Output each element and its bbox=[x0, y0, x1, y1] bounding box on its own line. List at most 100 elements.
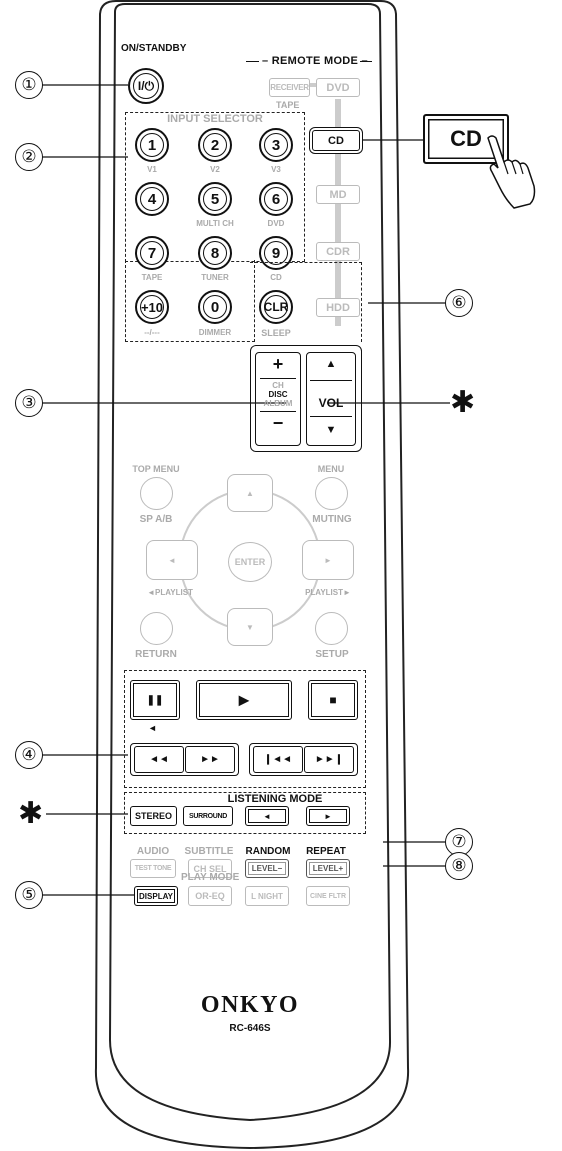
clr-button[interactable]: CLR bbox=[259, 290, 293, 324]
muting-label: MUTING bbox=[312, 514, 352, 525]
stereo-button[interactable]: STEREO bbox=[130, 806, 177, 826]
number-6-sublabel: DVD bbox=[267, 219, 285, 228]
asterisk-vol: ✱ bbox=[450, 385, 476, 420]
arrow-right-button[interactable]: ► bbox=[302, 540, 354, 580]
return-button[interactable] bbox=[140, 612, 173, 645]
callout-4: ④ bbox=[15, 741, 43, 769]
arrow-up-button[interactable]: ▲ bbox=[227, 474, 273, 512]
pause-sublabel: ◄ bbox=[148, 723, 157, 733]
album-label: ALBUM bbox=[263, 399, 293, 408]
listening-mode-title: LISTENING MODE bbox=[227, 793, 323, 805]
tape-mode-label: TAPE bbox=[276, 100, 300, 110]
ch-sel-button[interactable]: CH SEL bbox=[188, 859, 232, 878]
number-0-sublabel: DIMMER bbox=[198, 328, 232, 337]
input-selector-frame-lower bbox=[125, 260, 255, 342]
number-0-button[interactable]: 0 bbox=[198, 290, 232, 324]
power-button[interactable]: I/⏻ bbox=[128, 68, 164, 104]
arrow-left-button[interactable]: ◄ bbox=[146, 540, 198, 580]
play-button[interactable]: ► bbox=[196, 680, 292, 720]
pointing-hand-icon bbox=[487, 135, 536, 209]
or-eq-button[interactable]: OR-EQ bbox=[188, 886, 232, 906]
subtitle-label: SUBTITLE bbox=[184, 846, 234, 857]
cine-fltr-button[interactable]: CINE FLTR bbox=[306, 886, 350, 906]
repeat-label: REPEAT bbox=[306, 846, 346, 857]
transport-frame bbox=[124, 670, 366, 788]
listening-mode-frame bbox=[124, 792, 366, 834]
hdd-mode-button[interactable]: HDD bbox=[316, 298, 360, 317]
level-minus-button[interactable]: LEVEL− bbox=[245, 859, 289, 878]
receiver-mode-button[interactable]: RECEIVER bbox=[269, 78, 310, 97]
callout-2: ② bbox=[15, 143, 43, 171]
ch-minus-button[interactable]: − bbox=[272, 413, 284, 433]
test-tone-button[interactable]: TEST TONE bbox=[130, 859, 176, 878]
sp-ab-label: SP A/B bbox=[139, 514, 173, 525]
number-7-sublabel: TAPE bbox=[141, 273, 163, 282]
on-standby-label: ON/STANDBY bbox=[121, 43, 187, 54]
disc-label: DISC bbox=[268, 390, 288, 399]
vol-label: VOL bbox=[318, 396, 344, 410]
plus10-button[interactable]: +10 bbox=[135, 290, 169, 324]
ch-label: CH bbox=[272, 381, 284, 390]
audio-label: AUDIO bbox=[136, 846, 170, 857]
number-9-button[interactable]: 9 bbox=[259, 236, 293, 270]
previous-button[interactable]: ❙◄◄ bbox=[253, 746, 303, 773]
dvd-mode-button[interactable]: DVD bbox=[316, 78, 360, 97]
cd-mode-button[interactable]: CD bbox=[312, 130, 360, 151]
menu-button[interactable] bbox=[315, 477, 348, 510]
playlist-right-label: PLAYLIST► bbox=[305, 588, 351, 597]
listening-mode-right-button[interactable]: ► bbox=[306, 806, 350, 826]
brand-logo: ONKYO bbox=[200, 992, 300, 1018]
number-5-button[interactable]: 5 bbox=[198, 182, 232, 216]
ch-vol-panel bbox=[250, 345, 362, 452]
vol-down-button[interactable]: ▼ bbox=[325, 424, 337, 436]
number-9-sublabel: CD bbox=[270, 273, 282, 282]
number-2-sublabel: V2 bbox=[210, 165, 220, 174]
pause-button[interactable]: ❚❚ bbox=[130, 680, 180, 720]
display-button[interactable]: DISPLAY bbox=[134, 886, 178, 906]
remote-mode-title: – REMOTE MODE – bbox=[262, 55, 368, 67]
plus10-sublabel: --/--- bbox=[144, 328, 160, 337]
rewind-button[interactable]: ◄◄ bbox=[134, 746, 184, 773]
playlist-left-label: ◄PLAYLIST bbox=[147, 588, 193, 597]
clr-frame bbox=[250, 262, 362, 342]
surround-button[interactable]: SURROUND bbox=[183, 806, 233, 826]
number-4-button[interactable]: 4 bbox=[135, 182, 169, 216]
setup-label: SETUP bbox=[315, 649, 349, 660]
number-6-button[interactable]: 6 bbox=[259, 182, 293, 216]
number-8-button[interactable]: 8 bbox=[198, 236, 232, 270]
search-rocker bbox=[130, 743, 239, 776]
number-2-button[interactable]: 2 bbox=[198, 128, 232, 162]
clr-sublabel: SLEEP bbox=[261, 328, 291, 338]
top-menu-button[interactable] bbox=[140, 477, 173, 510]
next-button[interactable]: ►►❙ bbox=[304, 746, 354, 773]
power-icon: I/⏻ bbox=[137, 78, 155, 93]
number-1-sublabel: V1 bbox=[147, 165, 157, 174]
ch-rocker[interactable] bbox=[255, 352, 301, 446]
number-1-button[interactable]: 1 bbox=[135, 128, 169, 162]
listening-mode-left-button[interactable]: ◄ bbox=[245, 806, 289, 826]
callout-1: ① bbox=[15, 71, 43, 99]
arrow-down-button[interactable]: ▼ bbox=[227, 608, 273, 646]
setup-button[interactable] bbox=[315, 612, 348, 645]
vol-rocker[interactable] bbox=[306, 352, 356, 446]
number-3-sublabel: V3 bbox=[271, 165, 281, 174]
number-8-sublabel: TUNER bbox=[201, 273, 229, 282]
skip-rocker bbox=[249, 743, 358, 776]
random-label: RANDOM bbox=[245, 846, 291, 857]
callout-5: ⑤ bbox=[15, 881, 43, 909]
enter-button[interactable]: ENTER bbox=[228, 542, 272, 582]
md-mode-button[interactable]: MD bbox=[316, 185, 360, 204]
level-plus-button[interactable]: LEVEL+ bbox=[306, 859, 350, 878]
l-night-button[interactable]: L NIGHT bbox=[245, 886, 289, 906]
number-7-button[interactable]: 7 bbox=[135, 236, 169, 270]
callout-6: ⑥ bbox=[445, 289, 473, 317]
play-mode-label: PLAY MODE bbox=[181, 872, 240, 883]
asterisk-listening: ✱ bbox=[18, 796, 44, 831]
vol-up-button[interactable]: ▲ bbox=[325, 358, 337, 370]
cdr-mode-button[interactable]: CDR bbox=[316, 242, 360, 261]
number-3-button[interactable]: 3 bbox=[259, 128, 293, 162]
stop-button[interactable]: ■ bbox=[308, 680, 358, 720]
callout-3: ③ bbox=[15, 389, 43, 417]
fast-forward-button[interactable]: ►► bbox=[185, 746, 235, 773]
ch-plus-button[interactable]: + bbox=[272, 354, 284, 374]
